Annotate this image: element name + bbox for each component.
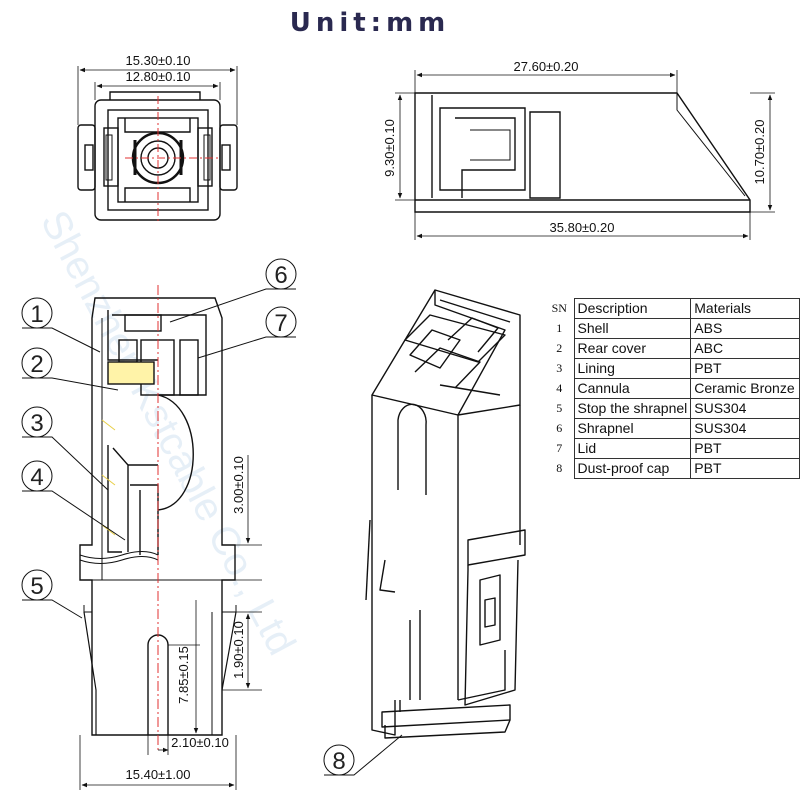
callout-1-label: 1 xyxy=(30,301,43,328)
header-sn: SN xyxy=(551,301,567,315)
row-description: Shrapnel xyxy=(573,418,692,439)
row-sn: 6 xyxy=(556,421,563,435)
header-materials: Materials xyxy=(690,298,800,319)
row-sn: 8 xyxy=(556,461,563,475)
table-row: 4 Cannula Ceramic Bronze xyxy=(545,378,800,399)
row-description: Dust-proof cap xyxy=(573,458,692,479)
row-sn: 3 xyxy=(556,361,563,375)
row-sn: 4 xyxy=(556,381,563,395)
row-description: Lid xyxy=(573,438,692,459)
table-row: 3 Lining PBT xyxy=(545,358,800,379)
callout-5: 5 xyxy=(21,569,83,619)
callout-6-label: 6 xyxy=(274,262,287,289)
table-row: 8 Dust-proof cap PBT xyxy=(545,458,800,479)
row-material: SUS304 xyxy=(690,398,800,419)
row-material: Ceramic Bronze xyxy=(690,378,800,399)
watermark: Shenzhen Kstcable Co., Ltd xyxy=(32,204,304,663)
dim-side-top-length: 27.60±0.20 xyxy=(514,59,579,74)
callout-4: 4 xyxy=(21,460,126,541)
table-row: 1 Shell ABS xyxy=(545,318,800,339)
isometric-view xyxy=(365,289,526,739)
dim-section-inner-height: 7.85±0.15 xyxy=(176,646,191,704)
row-material: PBT xyxy=(690,438,800,459)
row-material: ABS xyxy=(690,318,800,339)
front-view xyxy=(77,66,238,222)
watermark-text: Shenzhen Kstcable Co., Ltd xyxy=(32,204,304,663)
dim-front-outer-width: 15.30±0.10 xyxy=(126,53,191,68)
row-sn: 7 xyxy=(556,441,563,455)
callout-4-label: 4 xyxy=(30,464,43,491)
dim-section-right-lower: 1.90±0.10 xyxy=(231,621,246,679)
callout-5-label: 5 xyxy=(30,573,43,600)
callout-3-label: 3 xyxy=(30,410,43,437)
header-description: Description xyxy=(573,298,692,319)
callout-8-label: 8 xyxy=(332,748,345,775)
row-description: Shell xyxy=(573,318,692,339)
callout-6: 6 xyxy=(169,258,297,323)
callout-8: 8 xyxy=(323,734,403,776)
table-row: 6 Shrapnel SUS304 xyxy=(545,418,800,439)
table-header-row: SN Description Materials xyxy=(545,298,800,319)
dim-side-right-height: 10.70±0.20 xyxy=(752,120,767,185)
materials-table: SN Description Materials 1 Shell ABS 2 R… xyxy=(545,298,800,479)
row-sn: 1 xyxy=(556,321,563,335)
dim-side-left-height: 9.30±0.10 xyxy=(382,119,397,177)
drawing-title: Unit:mm xyxy=(289,8,451,38)
row-description: Rear cover xyxy=(573,338,692,359)
row-material: PBT xyxy=(690,458,800,479)
callout-7: 7 xyxy=(197,306,297,359)
row-description: Lining xyxy=(573,358,692,379)
callout-2: 2 xyxy=(21,347,119,391)
row-material: ABC xyxy=(690,338,800,359)
table-row: 2 Rear cover ABC xyxy=(545,338,800,359)
table-row: 5 Stop the shrapnel SUS304 xyxy=(545,398,800,419)
callout-7-label: 7 xyxy=(274,310,287,337)
table-row: 7 Lid PBT xyxy=(545,438,800,459)
dim-section-bottom-width: 15.40±1.00 xyxy=(126,767,191,782)
row-material: SUS304 xyxy=(690,418,800,439)
row-sn: 5 xyxy=(556,401,563,415)
dim-front-inner-width: 12.80±0.10 xyxy=(126,69,191,84)
row-material: PBT xyxy=(690,358,800,379)
side-view xyxy=(395,70,775,240)
dim-section-right-upper: 3.00±0.10 xyxy=(231,456,246,514)
row-sn: 2 xyxy=(556,341,563,355)
dim-section-bottom-small: 2.10±0.10 xyxy=(171,735,229,750)
row-description: Stop the shrapnel xyxy=(573,398,692,419)
callout-2-label: 2 xyxy=(30,351,43,378)
callout-3: 3 xyxy=(21,406,109,491)
callout-1: 1 xyxy=(21,297,101,353)
dim-side-bottom-length: 35.80±0.20 xyxy=(550,220,615,235)
row-description: Cannula xyxy=(573,378,692,399)
section-view xyxy=(79,285,262,790)
